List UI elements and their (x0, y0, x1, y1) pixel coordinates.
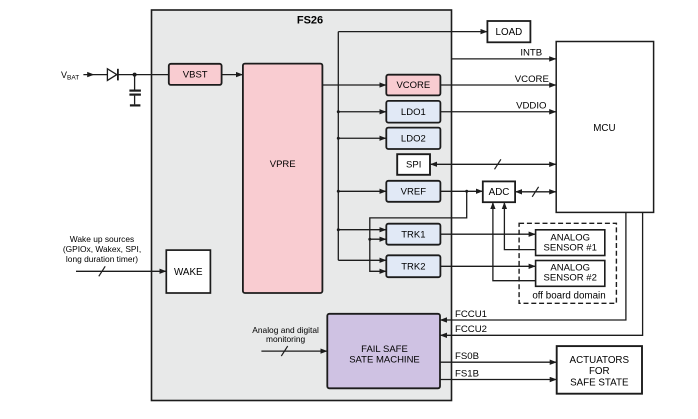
svg-text:LDO1: LDO1 (401, 107, 426, 118)
svg-text:VBST: VBST (183, 70, 208, 81)
svg-text:SPI: SPI (406, 160, 421, 171)
svg-text:Analog and digital: Analog and digital (252, 325, 319, 335)
svg-text:VPRE: VPRE (270, 159, 296, 170)
svg-text:ADC: ADC (489, 187, 510, 198)
svg-text:SATE MACHINE: SATE MACHINE (349, 354, 420, 365)
svg-text:SAFE STATE: SAFE STATE (570, 378, 629, 389)
svg-text:VREF: VREF (401, 187, 427, 198)
svg-text:FS1B: FS1B (455, 369, 479, 380)
svg-text:long duration timer): long duration timer) (66, 254, 138, 264)
svg-text:ANALOG: ANALOG (550, 232, 590, 243)
svg-text:VDDIO: VDDIO (516, 101, 546, 112)
svg-text:monitoring: monitoring (266, 334, 305, 344)
svg-text:SENSOR #2: SENSOR #2 (544, 273, 597, 284)
svg-text:FCCU1: FCCU1 (455, 309, 487, 320)
svg-text:LDO2: LDO2 (401, 134, 426, 145)
svg-text:LOAD: LOAD (496, 27, 523, 38)
svg-text:FS26: FS26 (297, 15, 323, 27)
svg-text:FCCU2: FCCU2 (455, 324, 487, 335)
svg-text:VCORE: VCORE (515, 74, 549, 85)
svg-text:ACTUATORS: ACTUATORS (570, 355, 630, 366)
svg-text:ANALOG: ANALOG (550, 263, 590, 274)
svg-text:TRK1: TRK1 (401, 230, 425, 241)
svg-text:VBAT: VBAT (61, 70, 79, 82)
svg-text:FOR: FOR (589, 366, 610, 377)
svg-text:MCU: MCU (593, 123, 615, 134)
svg-text:(GPIOx, Wakex, SPI,: (GPIOx, Wakex, SPI, (63, 244, 141, 254)
svg-text:WAKE: WAKE (174, 267, 203, 278)
svg-text:SENSOR #1: SENSOR #1 (544, 243, 597, 254)
svg-text:VCORE: VCORE (396, 80, 430, 91)
svg-text:off board domain: off board domain (532, 290, 605, 301)
svg-text:INTB: INTB (520, 48, 542, 59)
svg-text:Wake up sources: Wake up sources (70, 234, 134, 244)
svg-text:FS0B: FS0B (455, 351, 479, 362)
svg-text:TRK2: TRK2 (401, 262, 425, 273)
svg-text:FAIL SAFE: FAIL SAFE (361, 344, 408, 355)
